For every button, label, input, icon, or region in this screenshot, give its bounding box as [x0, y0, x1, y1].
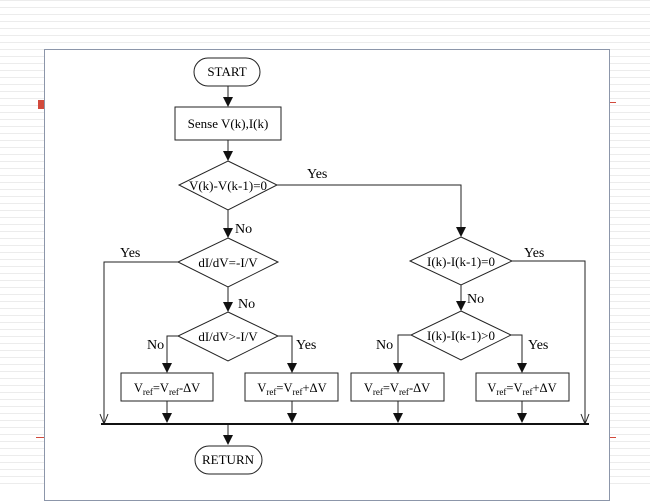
- vref-increase-formula-left: Vref=Vref+ΔV: [257, 381, 326, 397]
- vref-decrease-box-right: [350, 372, 445, 402]
- sense-label: Sense V(k),I(k): [188, 116, 269, 131]
- slide-bullet-marker: [38, 100, 45, 109]
- no-label-di-gt: No: [376, 338, 393, 353]
- decision-didv-eq-label: dI/dV=-I/V: [198, 255, 258, 270]
- yes-label-dv: Yes: [307, 167, 327, 182]
- decision-didv-gt-label: dI/dV>-I/V: [198, 329, 258, 344]
- vref-increase-formula-right: Vref=Vref+ΔV: [487, 381, 556, 397]
- decision-didv-eq-diamond: [176, 237, 280, 288]
- no-label-di-eq: No: [467, 292, 484, 307]
- bus-left-arrowhead: [99, 413, 105, 425]
- yes-label-di-eq: Yes: [524, 246, 544, 261]
- decision-di-eq-label: I(k)-I(k-1)=0: [427, 254, 495, 269]
- arrow-di-gt-no: [393, 334, 411, 373]
- vref-increase-box-left: [244, 372, 339, 402]
- slide-rule-tick: [36, 437, 44, 438]
- return-terminator: [194, 445, 263, 475]
- vref-decrease-box-left: [120, 372, 214, 402]
- decision-dv-label: V(k)-V(k-1)=0: [189, 178, 267, 193]
- vref-decrease-formula-right: Vref=Vref-ΔV: [364, 381, 430, 397]
- yes-label-didv-gt: Yes: [296, 338, 316, 353]
- decision-di-gt-label: I(k)-I(k-1)>0: [427, 328, 495, 343]
- decision-di-eq-diamond: [408, 236, 514, 286]
- start-label: START: [207, 64, 246, 79]
- sense-process-box: [174, 106, 282, 141]
- start-terminator: [193, 57, 261, 87]
- bus-right-arrowhead: [580, 413, 586, 425]
- vref-increase-box-right: [475, 372, 570, 402]
- line-didv-eq-yes: [103, 261, 180, 424]
- arrow-didv-gt-no: [162, 335, 178, 373]
- decision-dv-diamond: [177, 160, 279, 211]
- no-label-didv-gt: No: [147, 338, 164, 353]
- yes-label-di-gt: Yes: [528, 338, 548, 353]
- slide-rule-tick: [608, 102, 616, 103]
- arrow-di-gt-yes: [511, 334, 527, 373]
- no-label-didv-eq: No: [238, 297, 255, 312]
- decision-didv-gt-diamond: [176, 311, 280, 362]
- mppt-flowchart: START Sense V(k),I(k) V(k)-V(k-1)=0 dI/d…: [99, 57, 590, 475]
- arrow-didv-gt-yes: [278, 335, 297, 373]
- slide-rule-tick: [608, 437, 616, 438]
- arrow-dv-yes: [277, 184, 466, 237]
- no-label-dv: No: [235, 222, 252, 237]
- return-label: RETURN: [202, 452, 255, 467]
- flowchart-panel: [44, 49, 610, 501]
- yes-label-didv-eq: Yes: [120, 246, 140, 261]
- vref-decrease-formula-left: Vref=Vref-ΔV: [134, 381, 200, 397]
- line-di-eq-yes: [512, 260, 586, 424]
- decision-di-gt-diamond: [409, 310, 513, 361]
